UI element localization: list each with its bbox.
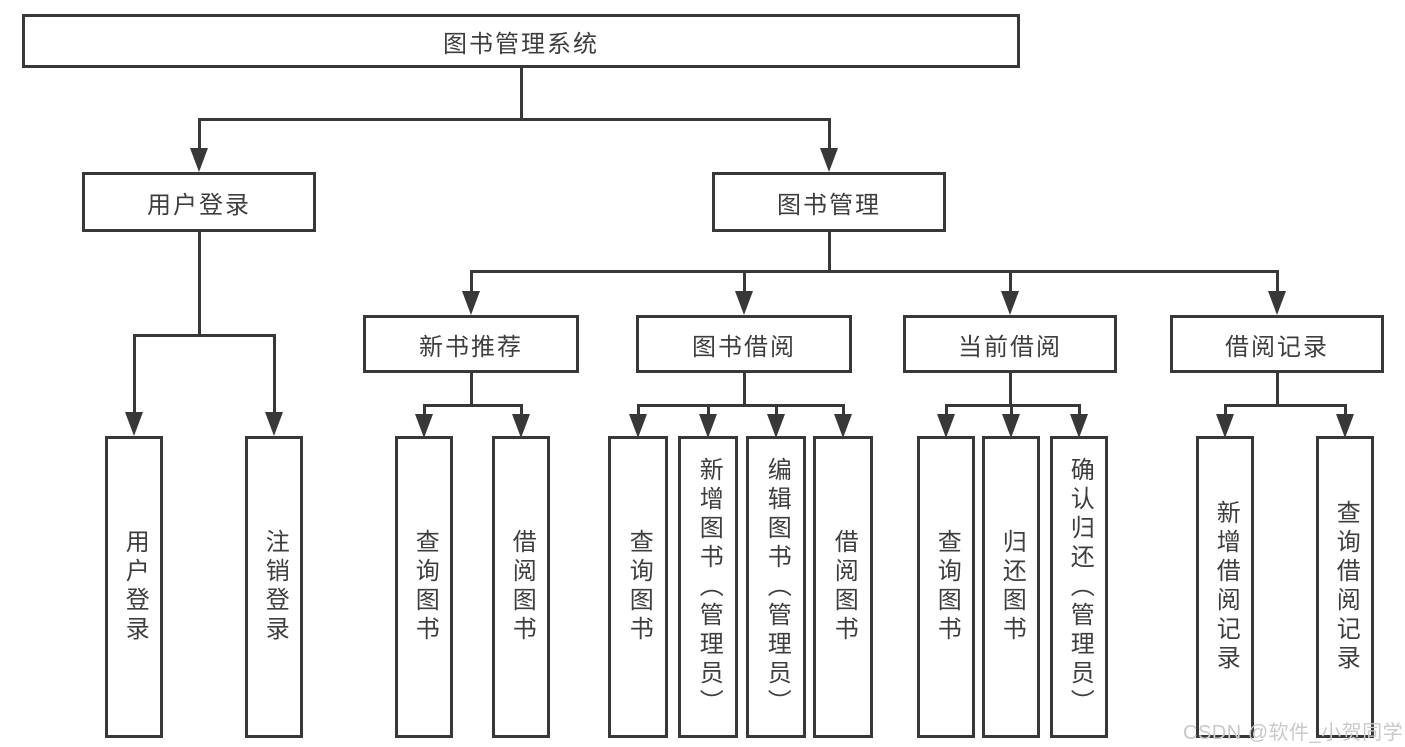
edge-line [841, 406, 845, 416]
node-new-book-recommend: 新书推荐 [363, 315, 579, 373]
leaf-add-borrow-record: 新增借阅记录 [1196, 436, 1254, 738]
leaf-label: 查询图书 [411, 529, 439, 645]
leaf-add-book-admin: 新增图书（管理员） [678, 436, 738, 738]
arrow-down-icon [937, 414, 955, 438]
leaf-query-borrow-record: 查询借阅记录 [1316, 436, 1374, 738]
leaf-user-login: 用户登录 [105, 436, 163, 738]
arrow-down-icon [1070, 414, 1088, 438]
arrow-down-icon [767, 414, 785, 438]
arrow-down-icon [462, 291, 480, 315]
leaf-query-books-recommend: 查询图书 [395, 436, 453, 738]
node-current-borrow: 当前借阅 [903, 315, 1117, 373]
arrow-down-icon [265, 412, 283, 436]
edge-line [1275, 272, 1279, 294]
leaf-label: 用户登录 [121, 529, 149, 645]
edge-line [519, 406, 523, 416]
edge-line [422, 406, 426, 416]
edge-line [197, 120, 201, 152]
leaf-label: 借阅图书 [830, 529, 858, 645]
leaf-label: 注销登录 [261, 529, 289, 645]
node-borrow-records: 借阅记录 [1170, 315, 1384, 373]
edge-line [636, 406, 640, 416]
leaf-borrow-books: 借阅图书 [813, 436, 873, 738]
csdn-watermark: CSDN @软件_小贺同学 [1183, 722, 1404, 744]
edge-line [706, 406, 710, 416]
arrow-down-icon [1268, 291, 1286, 315]
node-book-borrow: 图书借阅 [636, 315, 852, 373]
leaf-label: 新增图书（管理员） [695, 456, 723, 718]
edge-line [1009, 406, 1013, 416]
leaf-label: 查询图书 [625, 529, 653, 645]
edge-line [132, 336, 136, 414]
edge-line [197, 118, 831, 121]
arrow-down-icon [735, 291, 753, 315]
arrow-down-icon [834, 414, 852, 438]
edge-line [636, 404, 845, 407]
node-book-management: 图书管理 [712, 172, 946, 232]
leaf-label: 编辑图书（管理员） [763, 456, 791, 718]
edge-line [1223, 406, 1227, 416]
arrow-down-icon [415, 414, 433, 438]
edge-line [469, 373, 473, 406]
arrow-down-icon [1002, 414, 1020, 438]
arrow-down-icon [1336, 414, 1354, 438]
edge-line [944, 406, 948, 416]
edge-line [742, 272, 746, 294]
edge-line [197, 232, 201, 336]
leaf-label: 查询图书 [933, 529, 961, 645]
edge-line [1077, 406, 1081, 416]
edge-line [742, 373, 746, 406]
leaf-label: 新增借阅记录 [1212, 500, 1240, 674]
edge-line [944, 404, 1081, 407]
arrow-down-icon [1001, 291, 1019, 315]
arrow-down-icon [820, 148, 838, 172]
edge-line [827, 232, 831, 272]
edge-line [1223, 404, 1347, 407]
leaf-logout: 注销登录 [245, 436, 303, 738]
leaf-label: 查询借阅记录 [1332, 500, 1360, 674]
edge-line [1275, 373, 1279, 406]
leaf-label: 确认归还（管理员） [1066, 456, 1094, 718]
edge-line [272, 336, 276, 414]
edge-line [469, 270, 1279, 273]
arrow-down-icon [512, 414, 530, 438]
arrow-down-icon [629, 414, 647, 438]
edge-line [132, 334, 276, 337]
leaf-label: 借阅图书 [508, 529, 536, 645]
edge-line [469, 272, 473, 294]
edge-line [519, 68, 523, 120]
edge-line [774, 406, 778, 416]
leaf-confirm-return-admin: 确认归还（管理员） [1050, 436, 1108, 738]
node-root-library-system: 图书管理系统 [22, 14, 1020, 68]
leaf-query-books-current: 查询图书 [917, 436, 975, 738]
leaf-label: 归还图书 [998, 529, 1026, 645]
leaf-query-books-borrow: 查询图书 [608, 436, 668, 738]
arrow-down-icon [190, 148, 208, 172]
arrow-down-icon [125, 412, 143, 436]
edge-line [1008, 272, 1012, 294]
edge-line [1343, 406, 1347, 416]
leaf-borrow-books-recommend: 借阅图书 [492, 436, 550, 738]
leaf-edit-book-admin: 编辑图书（管理员） [746, 436, 806, 738]
edge-line [1008, 373, 1012, 406]
edge-line [827, 120, 831, 152]
edge-line [422, 404, 523, 407]
arrow-down-icon [1216, 414, 1234, 438]
arrow-down-icon [699, 414, 717, 438]
leaf-return-books: 归还图书 [982, 436, 1040, 738]
node-user-login: 用户登录 [82, 172, 316, 232]
